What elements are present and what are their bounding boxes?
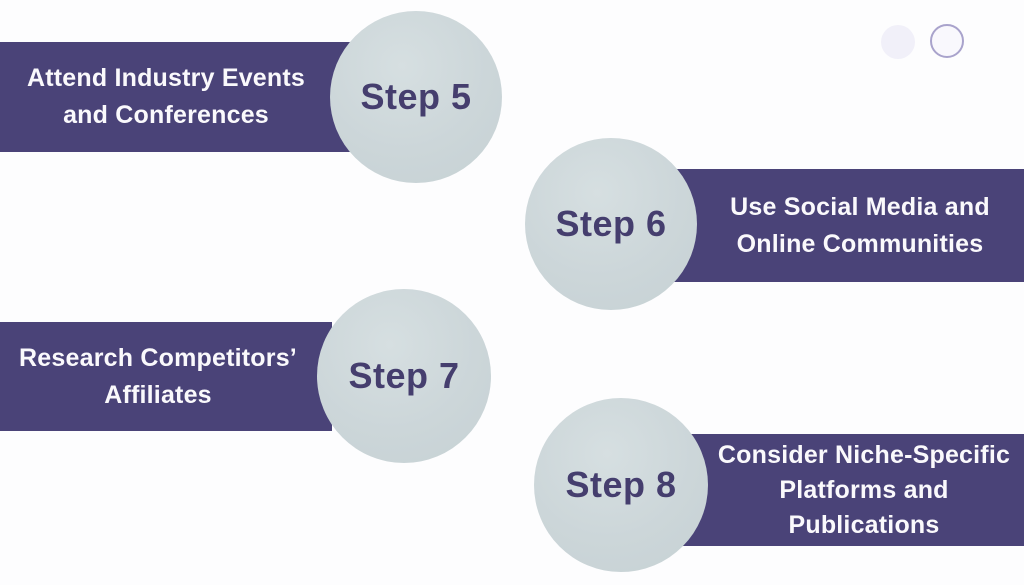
step-7-title-line: Research Competitors’ [19, 343, 297, 372]
step-5-label: Step 5 [360, 76, 472, 117]
step-8-circle: Step 8 [534, 398, 708, 572]
step-5-banner: Attend Industry Events and Conferences [0, 42, 350, 152]
step-6-circle: Step 6 [525, 138, 697, 310]
step-6-banner: Use Social Media and Online Communities [672, 169, 1024, 282]
step-7-circle: Step 7 [317, 289, 491, 463]
step-6-title-line: Online Communities [736, 229, 984, 258]
step-5-title-line: and Conferences [63, 101, 269, 129]
step-7-label: Step 7 [348, 355, 460, 396]
step-8-banner: Consider Niche-Specific Platforms and Pu… [678, 434, 1024, 546]
step-8-label: Step 8 [565, 464, 677, 505]
decor-dot-filled [881, 25, 915, 59]
step-8-title-line: Publications [788, 510, 940, 539]
step-8-title-line: Consider Niche-Specific [717, 440, 1011, 469]
step-7-banner: Research Competitors’ Affiliates [0, 322, 332, 431]
step-6-title-line: Use Social Media and [730, 192, 990, 221]
step-8-title-line: Platforms and [779, 475, 949, 504]
step-6-label: Step 6 [555, 203, 667, 244]
step-5-circle: Step 5 [330, 11, 502, 183]
step-5-title-line: Attend Industry Events [26, 64, 306, 92]
step-7-title-line: Affiliates [104, 380, 212, 409]
decor-dot-outlined [930, 24, 964, 58]
